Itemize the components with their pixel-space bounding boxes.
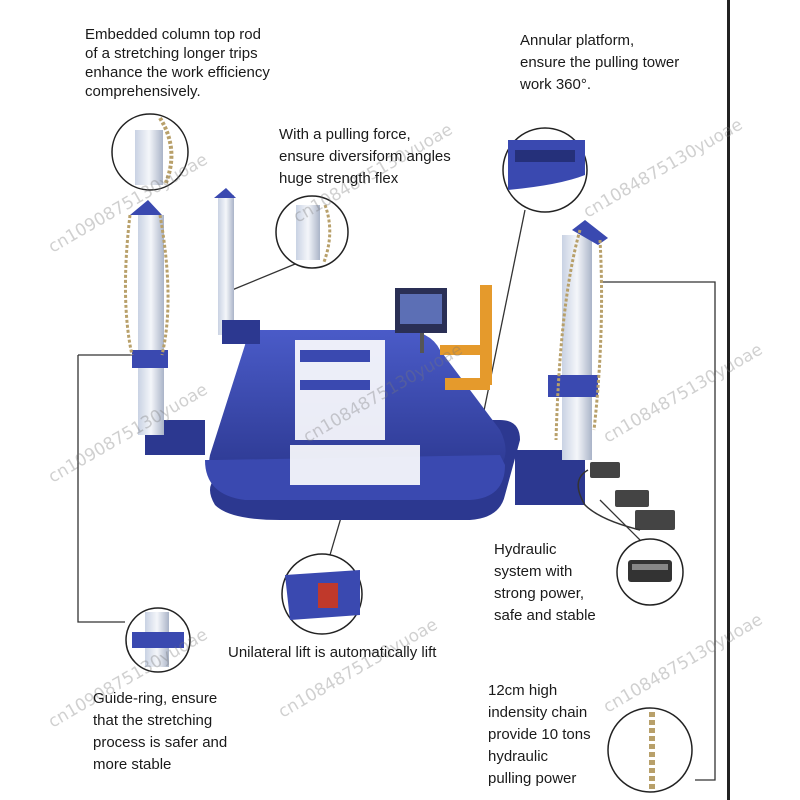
zoom-circle-chain [607, 707, 693, 793]
orange-bracket [440, 285, 492, 390]
annotation-top-right: Annular platform, ensure the pulling tow… [520, 32, 680, 93]
back-left-column [214, 188, 260, 344]
zoom-circle-hydraulic [616, 538, 684, 606]
platform-frame [205, 330, 520, 520]
zoom-circle-top-middle [275, 195, 349, 269]
zoom-circle-guide-ring [125, 607, 191, 673]
annotation-chain: 12cm high indensity chain provide 10 ton… [488, 682, 591, 787]
annotation-top-middle: With a pulling force, ensure diversiform… [279, 126, 451, 187]
zoom-circle-top-left [111, 113, 189, 191]
annotation-hydraulic: Hydraulic system with strong power, safe… [494, 541, 596, 624]
left-column [123, 200, 205, 455]
zoom-circle-top-right [502, 127, 588, 213]
control-panel [395, 288, 447, 353]
zoom-circle-lift [281, 553, 363, 635]
right-column [515, 220, 608, 505]
right-border-bar [727, 0, 730, 800]
annotation-top-left: Embedded column top rod of a stretching … [85, 26, 270, 100]
annotation-guide-ring: Guide-ring, ensure that the stretching p… [93, 690, 228, 773]
hydraulic-pumps [577, 462, 675, 531]
annotation-lift: Unilateral lift is automatically lift [228, 644, 437, 661]
